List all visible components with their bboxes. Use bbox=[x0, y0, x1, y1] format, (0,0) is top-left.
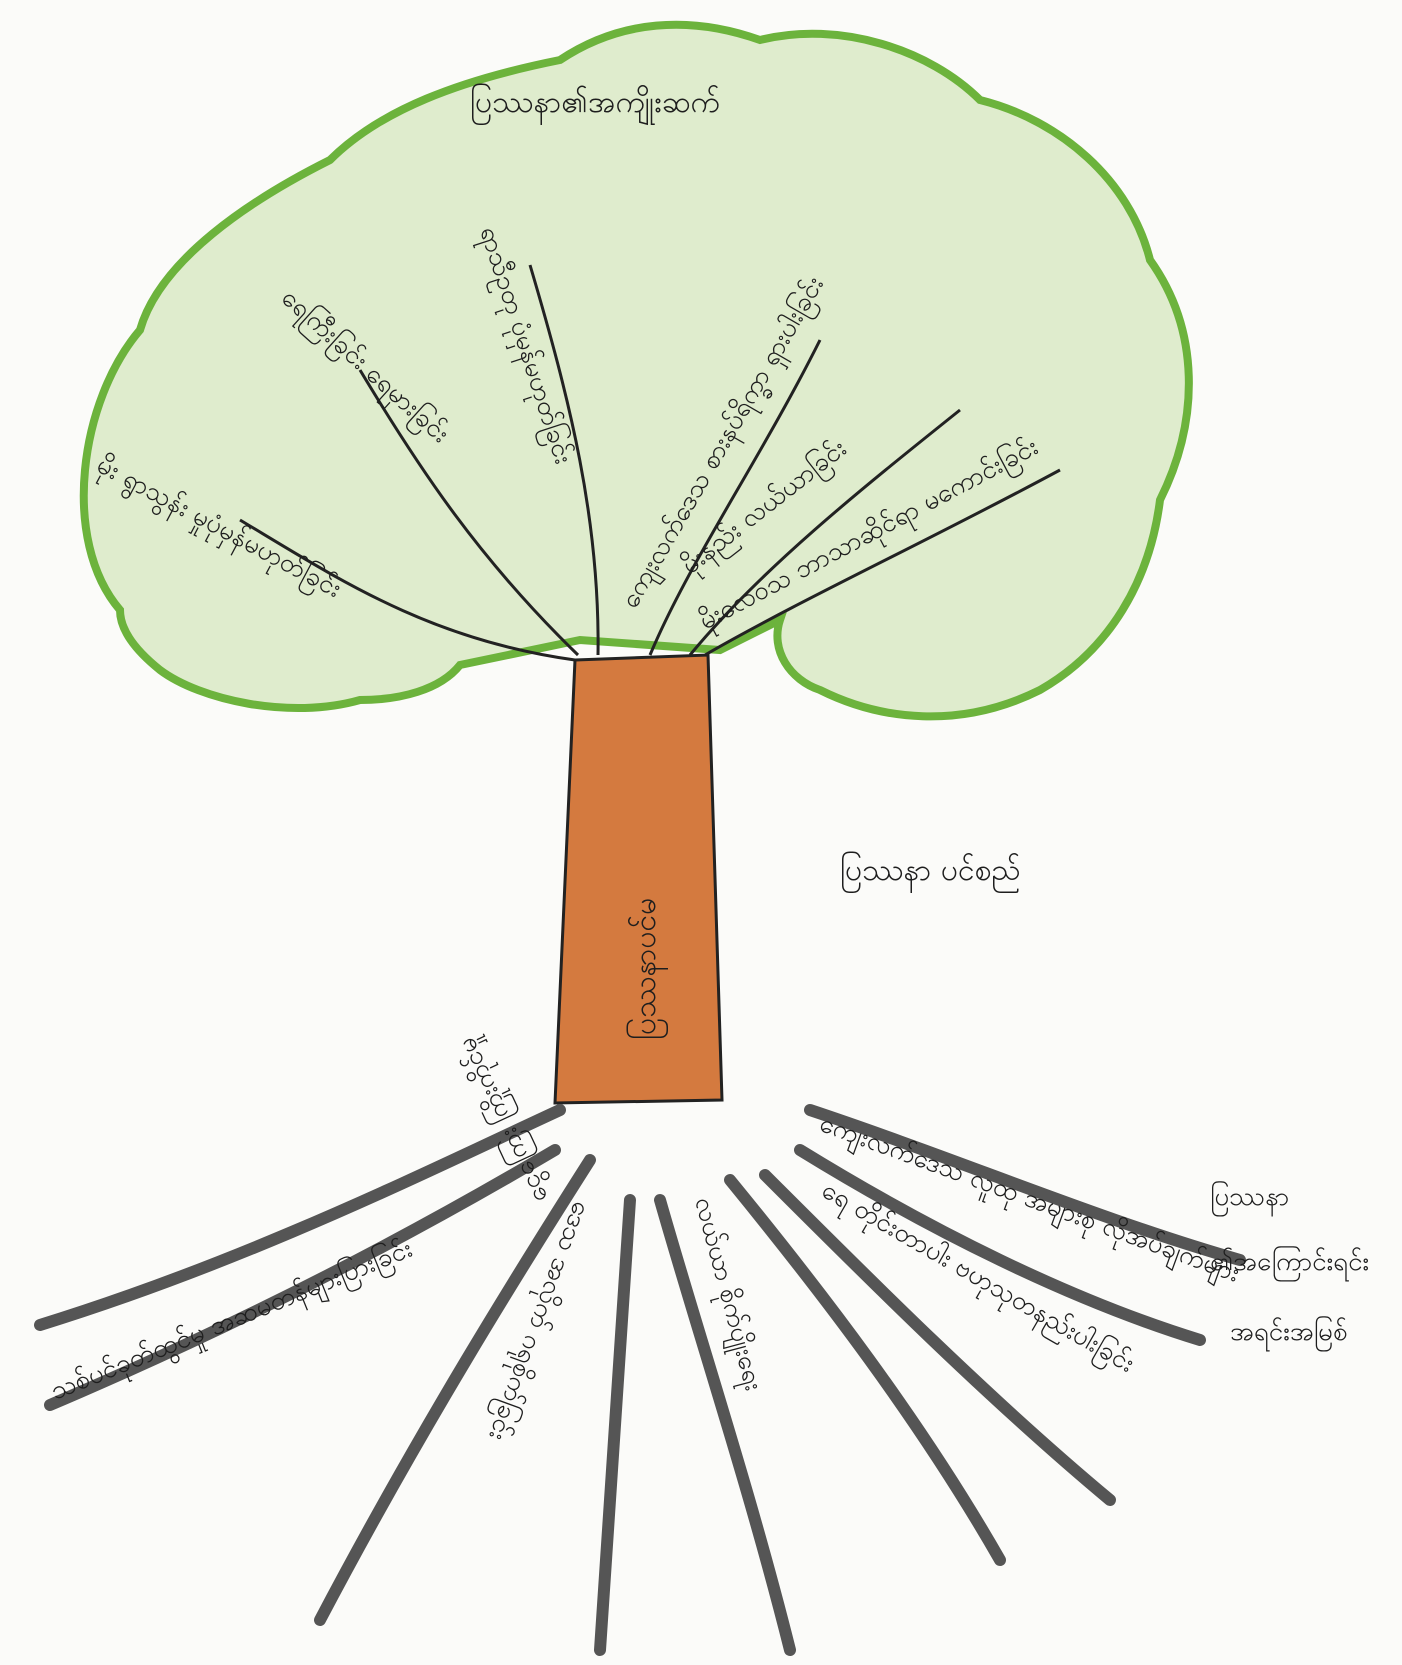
root-label-3: လယ်ယာ စိုက်ပျိုးရေး bbox=[683, 1194, 769, 1395]
canopy-title: ပြဿနာ၏အကျိုးဆက် bbox=[470, 83, 720, 126]
root-band-3 bbox=[320, 1160, 590, 1620]
canopy-fill bbox=[84, 25, 1189, 717]
roots bbox=[40, 1110, 1240, 1650]
side-label: ပြဿနာ ပင်စည် bbox=[840, 851, 1021, 894]
roots-header-3: အရင်းအမြစ် bbox=[1230, 1314, 1348, 1352]
root-band-4 bbox=[600, 1200, 630, 1650]
roots-header: ပြဿနာ bbox=[1210, 1179, 1289, 1217]
trunk-label: ပြဿနာပင်မ bbox=[626, 898, 669, 1040]
